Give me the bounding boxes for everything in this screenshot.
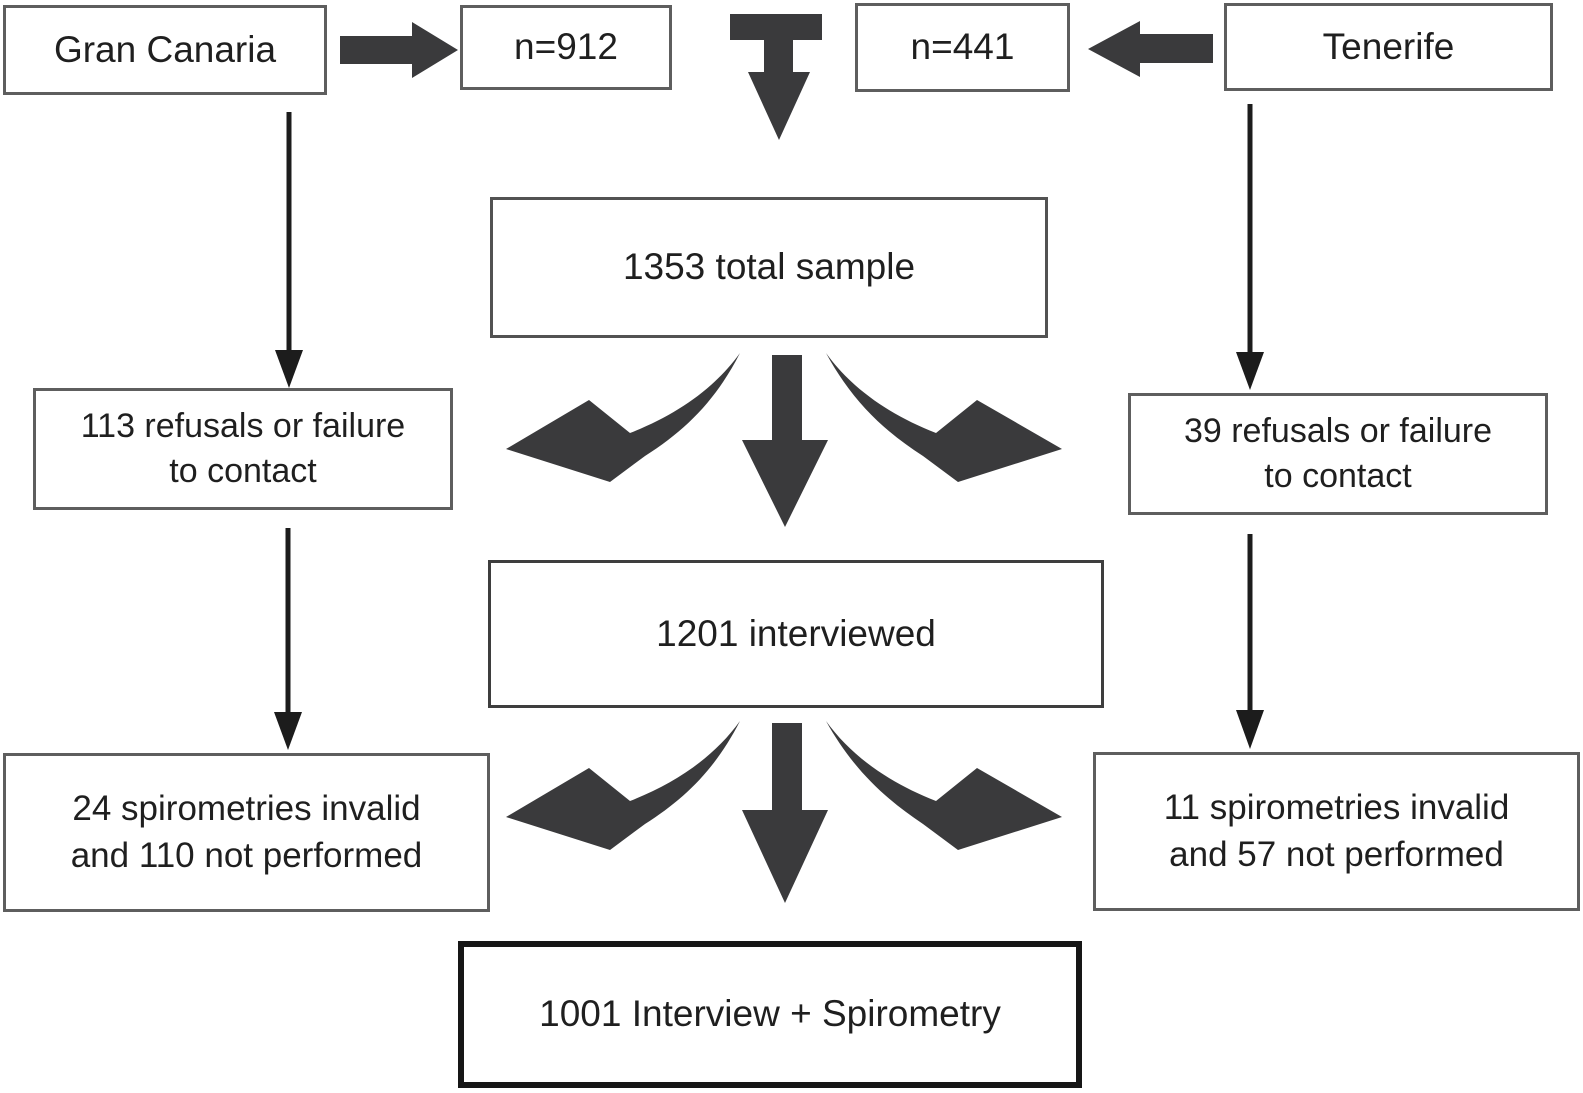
- node-total-sample: 1353 total sample: [490, 197, 1048, 338]
- arrow-interviewed-to-right-exclusions-icon: [826, 721, 1062, 850]
- node-label-line1: 24 spirometries invalid: [72, 789, 421, 829]
- node-refusals-gran-canaria: 113 refusals or failure to contact: [33, 388, 453, 510]
- node-spirometries-gran-canaria: 24 spirometries invalid and 110 not perf…: [3, 753, 490, 912]
- arrow-tenerife-to-n441-icon: [1088, 21, 1213, 77]
- node-interviewed: 1201 interviewed: [488, 560, 1104, 708]
- node-label-line2: and 110 not performed: [70, 835, 423, 875]
- arrow-interviewed-to-final-icon: [742, 723, 828, 903]
- node-n441: n=441: [855, 3, 1070, 92]
- node-label: n=912: [514, 26, 618, 68]
- arrowhead: [1236, 710, 1264, 749]
- node-label: Tenerife: [1322, 25, 1455, 67]
- node-label: n=441: [910, 26, 1015, 68]
- node-spirometries-tenerife: 11 spirometries invalid and 57 not perfo…: [1093, 752, 1580, 911]
- node-gran-canaria: Gran Canaria: [3, 5, 327, 95]
- node-label: 1201 interviewed: [656, 612, 936, 654]
- node-label: Gran Canaria: [53, 28, 277, 70]
- node-interview-plus-spirometry: 1001 Interview + Spirometry: [458, 941, 1082, 1088]
- arrowhead: [1236, 352, 1264, 390]
- arrowhead: [274, 712, 302, 750]
- node-refusals-tenerife: 39 refusals or failure to contact: [1128, 393, 1548, 515]
- node-label: 1001 Interview + Spirometry: [539, 993, 1001, 1035]
- node-n912: n=912: [460, 5, 672, 90]
- node-label: 1353 total sample: [622, 246, 916, 288]
- node-label-line2: to contact: [169, 452, 317, 490]
- node-tenerife: Tenerife: [1224, 3, 1553, 91]
- node-label-line2: and 57 not performed: [1169, 834, 1504, 874]
- arrow-interviewed-to-left-exclusions-icon: [506, 721, 740, 850]
- node-label-line1: 39 refusals or failure: [1183, 412, 1493, 451]
- arrow-merge-to-total-sample-icon: [730, 14, 822, 140]
- arrow-total-to-right-exclusions-icon: [826, 353, 1062, 482]
- node-label-line1: 113 refusals or failure: [80, 407, 406, 446]
- node-label-line1: 11 spirometries invalid: [1163, 788, 1510, 828]
- arrow-total-to-interviewed-icon: [742, 355, 828, 527]
- arrow-total-to-left-exclusions-icon: [506, 353, 740, 482]
- node-label-line2: to contact: [1264, 457, 1412, 495]
- arrow-gran-canaria-to-n912-icon: [340, 22, 458, 78]
- arrowhead: [275, 350, 303, 388]
